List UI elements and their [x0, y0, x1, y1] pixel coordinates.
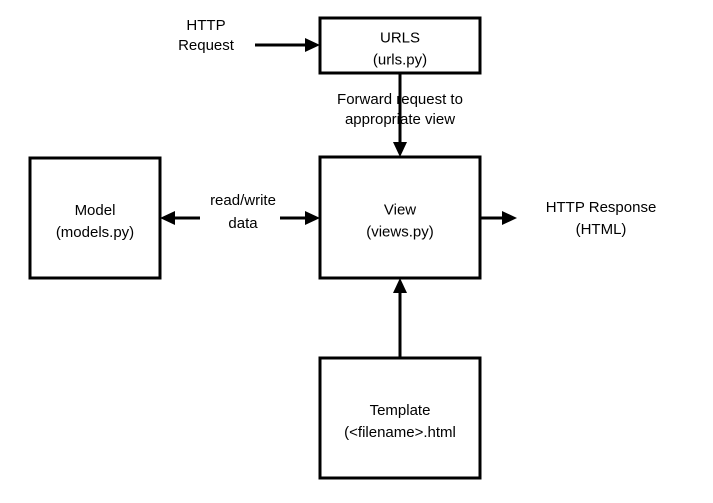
http-request-label-line1: HTTP	[186, 17, 225, 34]
edge-http-request: HTTP Request	[178, 17, 320, 54]
http-request-arrowhead-icon	[305, 38, 320, 52]
edge-http-response: HTTP Response (HTML)	[480, 199, 656, 238]
edge-read-data: read/write data	[210, 192, 320, 232]
model-write-arrowhead-icon	[160, 211, 175, 225]
view-box-title: View	[384, 202, 416, 219]
http-response-label-line1: HTTP Response	[546, 199, 657, 216]
model-box-title: Model	[75, 202, 116, 219]
node-template[interactable]: Template (<filename>.html	[318, 356, 482, 480]
urls-box-title: URLS	[380, 30, 420, 47]
http-request-label-line2: Request	[178, 37, 235, 54]
forward-request-label-line1: Forward request to	[337, 91, 463, 108]
forward-request-label-line2: appropriate view	[345, 111, 455, 128]
model-box-subtitle: (models.py)	[56, 224, 134, 241]
forward-request-arrowhead-icon	[393, 142, 407, 157]
node-urls[interactable]: URLS (urls.py)	[318, 16, 482, 75]
urls-box-subtitle: (urls.py)	[373, 52, 427, 69]
view-read-arrowhead-icon	[305, 211, 320, 225]
node-model[interactable]: Model (models.py)	[28, 156, 162, 280]
http-response-label-line2: (HTML)	[576, 221, 627, 238]
template-to-view-arrowhead-icon	[393, 278, 407, 293]
view-box-subtitle: (views.py)	[366, 224, 434, 241]
node-view[interactable]: View (views.py)	[318, 155, 482, 280]
model-box-rect[interactable]	[28, 156, 162, 280]
edge-forward-request: Forward request to appropriate view	[337, 73, 463, 157]
edge-write-data	[160, 211, 200, 225]
http-response-arrowhead-icon	[502, 211, 517, 225]
template-box-rect[interactable]	[318, 356, 482, 480]
template-box-title: Template	[370, 402, 431, 419]
read-write-label-line1: read/write	[210, 192, 276, 209]
read-write-label-line2: data	[228, 215, 258, 232]
template-box-subtitle: (<filename>.html	[344, 424, 456, 441]
edge-template-render	[393, 278, 407, 358]
urls-box-rect[interactable]	[318, 16, 482, 75]
